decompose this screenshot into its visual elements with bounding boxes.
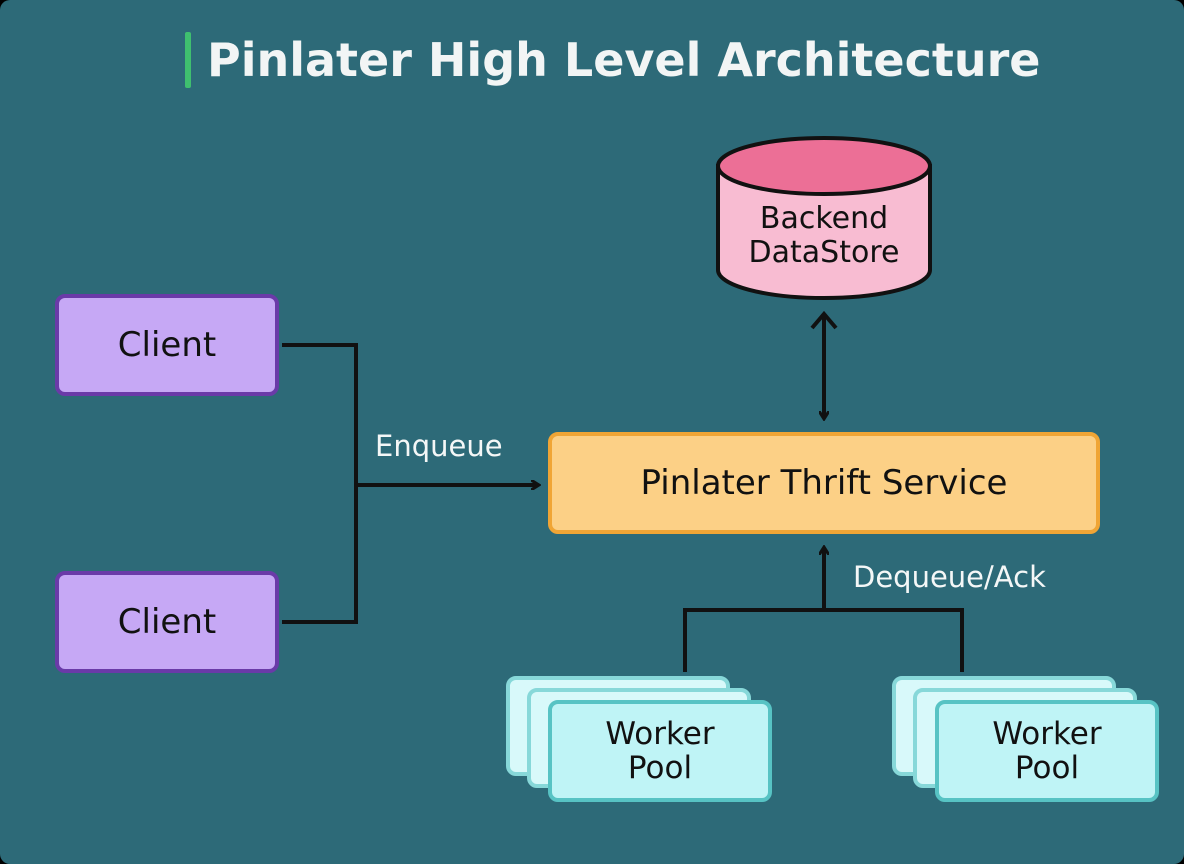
client-top-connector — [282, 343, 358, 624]
client-label: Client — [117, 325, 217, 365]
worker-label-line2: Pool — [627, 750, 693, 786]
datastore-label-line2: DataStore — [748, 235, 900, 270]
worker-card-front: Worker Pool — [935, 700, 1159, 802]
service-label: Pinlater Thrift Service — [640, 463, 1008, 503]
datastore-cylinder — [716, 136, 932, 300]
client-box-top: Client — [55, 294, 279, 396]
datastore-label-line1: Backend — [759, 201, 889, 236]
worker-pool-label: Worker Pool — [992, 717, 1101, 785]
dequeue-ack-label: Dequeue/Ack — [853, 560, 1046, 594]
datastore-label: Backend DataStore — [716, 202, 932, 270]
title-accent-bar — [185, 32, 191, 88]
worker-label-line1: Worker — [605, 716, 715, 752]
enqueue-label: Enqueue — [375, 429, 503, 463]
diagram-title: Pinlater High Level Architecture — [207, 33, 1041, 87]
client-box-bottom: Client — [55, 571, 279, 673]
client-label: Client — [117, 602, 217, 642]
thrift-service-box: Pinlater Thrift Service — [548, 432, 1100, 534]
worker-connector — [683, 608, 964, 672]
worker-label-line1: Worker — [992, 716, 1102, 752]
worker-card-front: Worker Pool — [548, 700, 772, 802]
worker-label-line2: Pool — [1014, 750, 1080, 786]
worker-pool-label: Worker Pool — [605, 717, 714, 785]
